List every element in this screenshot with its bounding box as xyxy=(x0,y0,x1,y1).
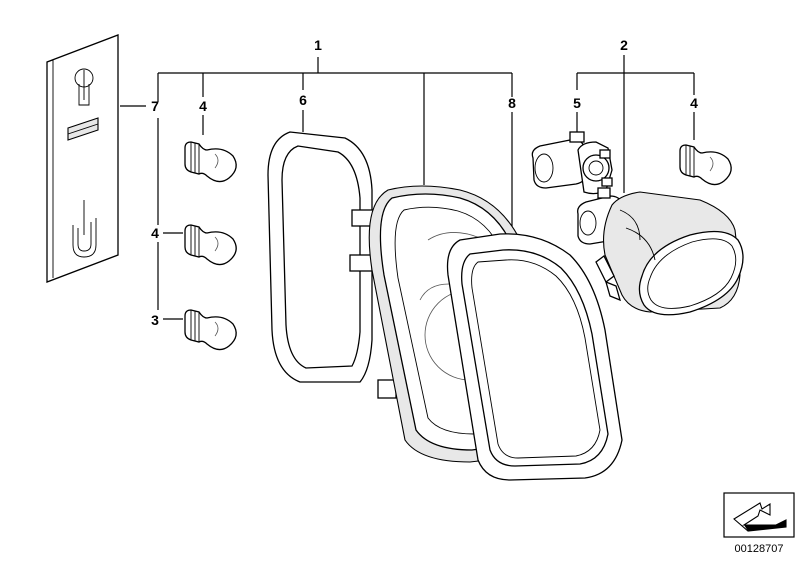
callout-7: 7 xyxy=(151,98,159,114)
gasket[interactable] xyxy=(267,131,373,383)
bulb-top-left[interactable] xyxy=(184,141,237,183)
callout-4-mid-left: 4 xyxy=(151,225,159,241)
callout-labels: 1 2 3 4 4 4 5 6 7 8 xyxy=(151,37,698,328)
catalog-number: 00128707 xyxy=(735,543,784,555)
callout-4-right: 4 xyxy=(690,95,698,111)
view-direction-arrow-icon xyxy=(723,492,795,538)
side-marker-lamp[interactable] xyxy=(577,187,744,316)
callout-2: 2 xyxy=(620,37,628,53)
bulb-right[interactable] xyxy=(679,144,732,186)
bulb-mid-left[interactable] xyxy=(184,224,237,266)
callout-3: 3 xyxy=(151,312,159,328)
bulb-socket[interactable] xyxy=(531,131,613,195)
leader-lines xyxy=(120,55,695,320)
callout-6: 6 xyxy=(299,92,307,108)
callout-8: 8 xyxy=(508,95,516,111)
callout-1: 1 xyxy=(314,37,322,53)
callout-4-top-left: 4 xyxy=(199,98,207,114)
bulb-bottom-left[interactable] xyxy=(184,309,237,351)
callout-5: 5 xyxy=(573,95,581,111)
mounting-plate[interactable] xyxy=(46,34,119,283)
lens-frame-seal[interactable] xyxy=(446,233,623,481)
